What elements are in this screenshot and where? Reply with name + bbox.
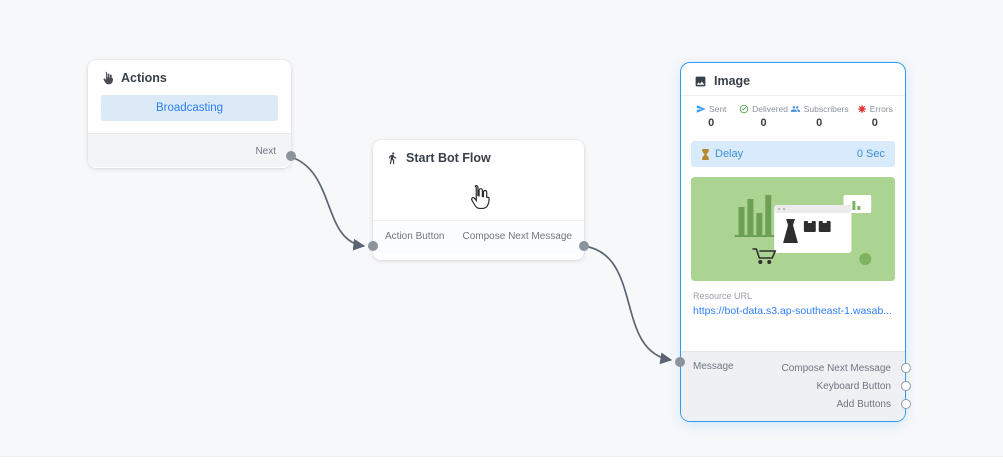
actions-node-header: Actions	[88, 60, 291, 92]
actions-node-footer: Next	[88, 133, 291, 167]
stat-sent-label: Sent	[708, 104, 727, 114]
start-bot-flow-title: Start Bot Flow	[406, 151, 491, 165]
image-preview[interactable]	[691, 177, 895, 281]
start-bot-flow-header: Start Bot Flow	[373, 140, 584, 172]
stat-sent: Sent 0	[685, 104, 737, 129]
output-row-keyboard-button[interactable]: Keyboard Button	[681, 377, 911, 395]
users-icon	[790, 106, 800, 112]
check-circle-icon	[739, 104, 749, 114]
stat-delivered-label: Delivered	[752, 104, 789, 114]
hand-tap-icon	[103, 71, 113, 85]
keyboard-button-label: Keyboard Button	[816, 380, 892, 392]
stat-sent-value: 0	[708, 117, 715, 129]
compose-next-message-output-label: Compose Next Message	[462, 231, 573, 242]
output-row-compose-next-message[interactable]: Compose Next Message	[681, 359, 911, 377]
resource-url-section: Resource URL https://bot-data.s3.ap-sout…	[681, 285, 905, 326]
compose-next-message-port[interactable]	[901, 363, 911, 373]
compose-next-message-label: Compose Next Message	[781, 362, 892, 374]
canvas-bottom-strip	[0, 456, 1003, 470]
compose-next-message-output-port[interactable]	[579, 241, 589, 251]
divider	[681, 95, 905, 96]
edge-actions-to-startflow	[290, 156, 366, 251]
stat-errors-value: 0	[871, 117, 878, 129]
stat-delivered-value: 0	[760, 117, 767, 129]
image-node-footer: Message Compose Next Message Keyboard Bu…	[681, 351, 911, 421]
image-node-title: Image	[714, 74, 751, 88]
add-buttons-port[interactable]	[901, 399, 911, 409]
hourglass-icon	[702, 148, 709, 160]
broadcasting-button[interactable]: Broadcasting	[101, 95, 278, 121]
image-node[interactable]: Image Sent 0 Delivered 0	[675, 62, 911, 422]
actions-node-title: Actions	[121, 71, 167, 85]
walking-person-icon	[389, 152, 397, 164]
message-input-port[interactable]	[675, 357, 685, 367]
ecommerce-illustration	[691, 177, 895, 281]
resource-url-link[interactable]: https://bot-data.s3.ap-southeast-1.wasab…	[693, 305, 893, 317]
start-bot-flow-footer: Action Button Compose Next Message	[373, 220, 584, 253]
image-icon	[695, 76, 706, 86]
edge-startflow-to-image	[583, 245, 673, 365]
next-output-label: Next	[255, 146, 276, 157]
output-row-add-buttons[interactable]: Add Buttons	[681, 395, 911, 413]
delay-label: Delay	[715, 148, 744, 160]
keyboard-button-port[interactable]	[901, 381, 911, 391]
stat-subscribers-label: Subscribers	[803, 104, 849, 114]
stat-errors-label: Errors	[869, 104, 893, 114]
delay-value: 0 Sec	[856, 148, 885, 160]
virus-icon	[857, 105, 866, 113]
resource-url-label: Resource URL	[693, 291, 753, 301]
actions-node[interactable]: Actions Broadcasting Next	[88, 60, 296, 168]
start-bot-flow-body	[373, 172, 584, 220]
paper-plane-icon	[696, 105, 706, 113]
stat-subscribers: Subscribers 0	[790, 104, 849, 129]
delay-row[interactable]: Delay 0 Sec	[691, 141, 895, 167]
stat-errors: Errors 0	[849, 104, 901, 129]
action-button-input-port[interactable]	[368, 241, 378, 251]
start-bot-flow-node[interactable]: Start Bot Flow Action Button Compose Nex…	[368, 140, 589, 260]
add-buttons-label: Add Buttons	[836, 398, 891, 410]
stat-delivered: Delivered 0	[737, 104, 789, 129]
image-node-header: Image	[681, 63, 905, 95]
stats-row: Sent 0 Delivered 0 Subscribers 0	[681, 96, 905, 136]
action-button-input-label: Action Button	[385, 231, 445, 242]
next-output-port[interactable]	[286, 151, 296, 161]
message-input-label: Message	[693, 361, 734, 372]
stat-subscribers-value: 0	[816, 117, 823, 129]
